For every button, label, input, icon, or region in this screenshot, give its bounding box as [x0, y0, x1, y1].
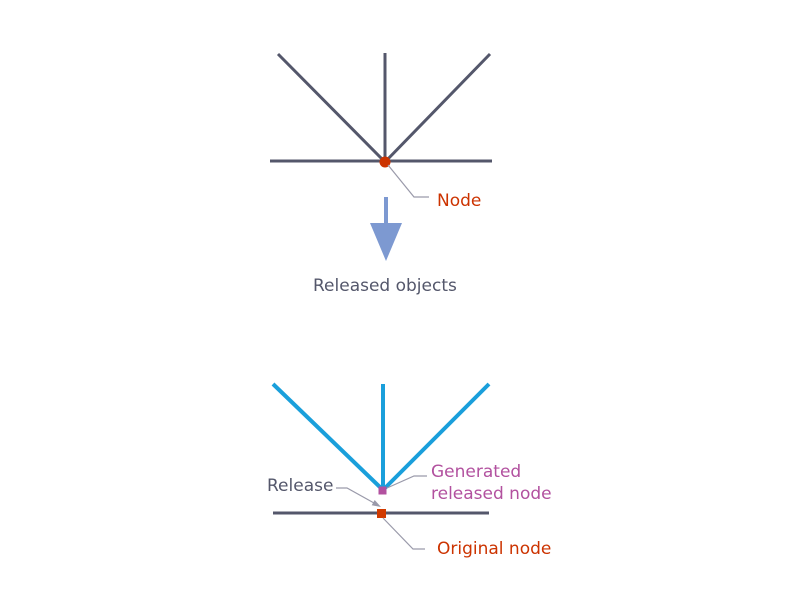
release-label: Release — [267, 476, 334, 496]
transition-arrow — [370, 197, 402, 261]
bottom-diagram — [271, 382, 491, 550]
released-right-diagonal-line — [381, 382, 491, 492]
node-leader-line — [387, 164, 429, 198]
release-arrowhead-icon — [371, 500, 381, 507]
original-node-marker — [377, 509, 386, 518]
generated-node-leader-line — [386, 475, 427, 489]
released-left-diagonal-line — [271, 382, 385, 492]
node-marker — [379, 156, 391, 168]
generated-released-node-label: Generated released node — [431, 461, 581, 505]
original-node-leader-line — [382, 517, 425, 550]
top-right-diagonal-line — [383, 52, 492, 164]
generated-released-node-label-line1: Generated — [431, 462, 522, 482]
released-objects-label: Released objects — [313, 276, 457, 296]
generated-released-node-label-line2: released node — [431, 484, 552, 504]
generated-released-node-marker — [378, 486, 387, 495]
top-diagram — [270, 52, 492, 198]
top-left-diagonal-line — [276, 52, 387, 164]
node-label: Node — [437, 191, 482, 211]
original-node-label: Original node — [437, 539, 552, 559]
arrow-head-icon — [370, 223, 402, 261]
release-leader-line — [336, 487, 375, 504]
